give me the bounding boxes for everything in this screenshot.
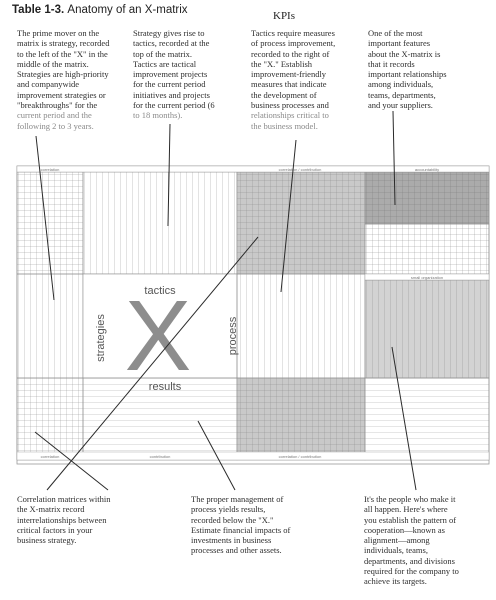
note-process-faded: relationships critical to the business m… [251,110,329,131]
strategies-columns [16,273,84,379]
process-columns [236,273,366,379]
callout-line-tactics [167,123,171,227]
note-results-text: The proper management of process yields … [191,494,291,556]
accountability-block [364,171,490,225]
label-bottom-right: correlation / contribution [279,454,322,459]
note-results: The proper management of process yields … [191,494,331,556]
callout-line-correlation-b [34,431,109,491]
center-x-area [82,273,238,379]
tactics-label: tactics [144,285,176,297]
corr-bottom-right [236,377,366,461]
label-top-left: correlation [41,167,60,172]
note-targets-text: It's the people who make it all happen. … [364,494,459,587]
note-correlation: Correlation matrices within the X-matrix… [17,494,157,545]
callout-line-process [280,139,297,293]
small-organization-block [364,279,490,379]
process-label: process [227,316,239,355]
title-prefix: Table 1-3. [12,4,65,16]
title-text: Anatomy of an X-matrix [67,4,188,16]
strategies-label: strategies [95,314,107,362]
note-people-text: One of the most important features about… [368,28,447,111]
corr-top-left [16,171,84,275]
callout-line-correlation-a [46,236,259,491]
header-kpis: KPIs [273,10,296,22]
callout-line-people [392,110,396,206]
note-strategy: The prime mover on the matrix is strateg… [17,28,135,131]
corr-top-right [236,171,366,275]
label-bottom-mid: contribution [150,454,171,459]
note-strategy-faded: current period and the following 2 to 3 … [17,110,94,131]
callout-line-strategy [35,135,55,301]
table-title: Table 1-3. Anatomy of an X-matrix [12,4,188,16]
label-top-right: correlation / contribution [279,167,322,172]
note-correlation-text: Correlation matrices within the X-matrix… [17,494,111,546]
label-top-far-right: accountability [415,167,439,172]
note-strategy-text: The prime mover on the matrix is strateg… [17,28,110,111]
label-mid-right: small organization [411,275,443,280]
accountability-lower [364,223,490,275]
note-targets: It's the people who make it all happen. … [364,494,492,587]
note-tactics: Strategy gives rise to tactics, recorded… [133,28,245,121]
note-people: One of the most important features about… [368,28,486,110]
targets-rows [364,377,490,461]
note-process: Tactics require measures of process impr… [251,28,365,131]
results-label: results [149,381,182,393]
center-x-letter: X [125,280,192,392]
callout-line-targets [391,346,417,491]
callout-line-results [197,420,236,491]
label-bottom-left: correlation [41,454,60,459]
note-tactics-faded: to 18 months). [133,110,183,121]
corr-bottom-left [16,377,84,461]
tactics-columns [82,171,238,275]
note-process-text: Tactics require measures of process impr… [251,28,336,111]
note-tactics-text: Strategy gives rise to tactics, recorded… [133,28,215,111]
